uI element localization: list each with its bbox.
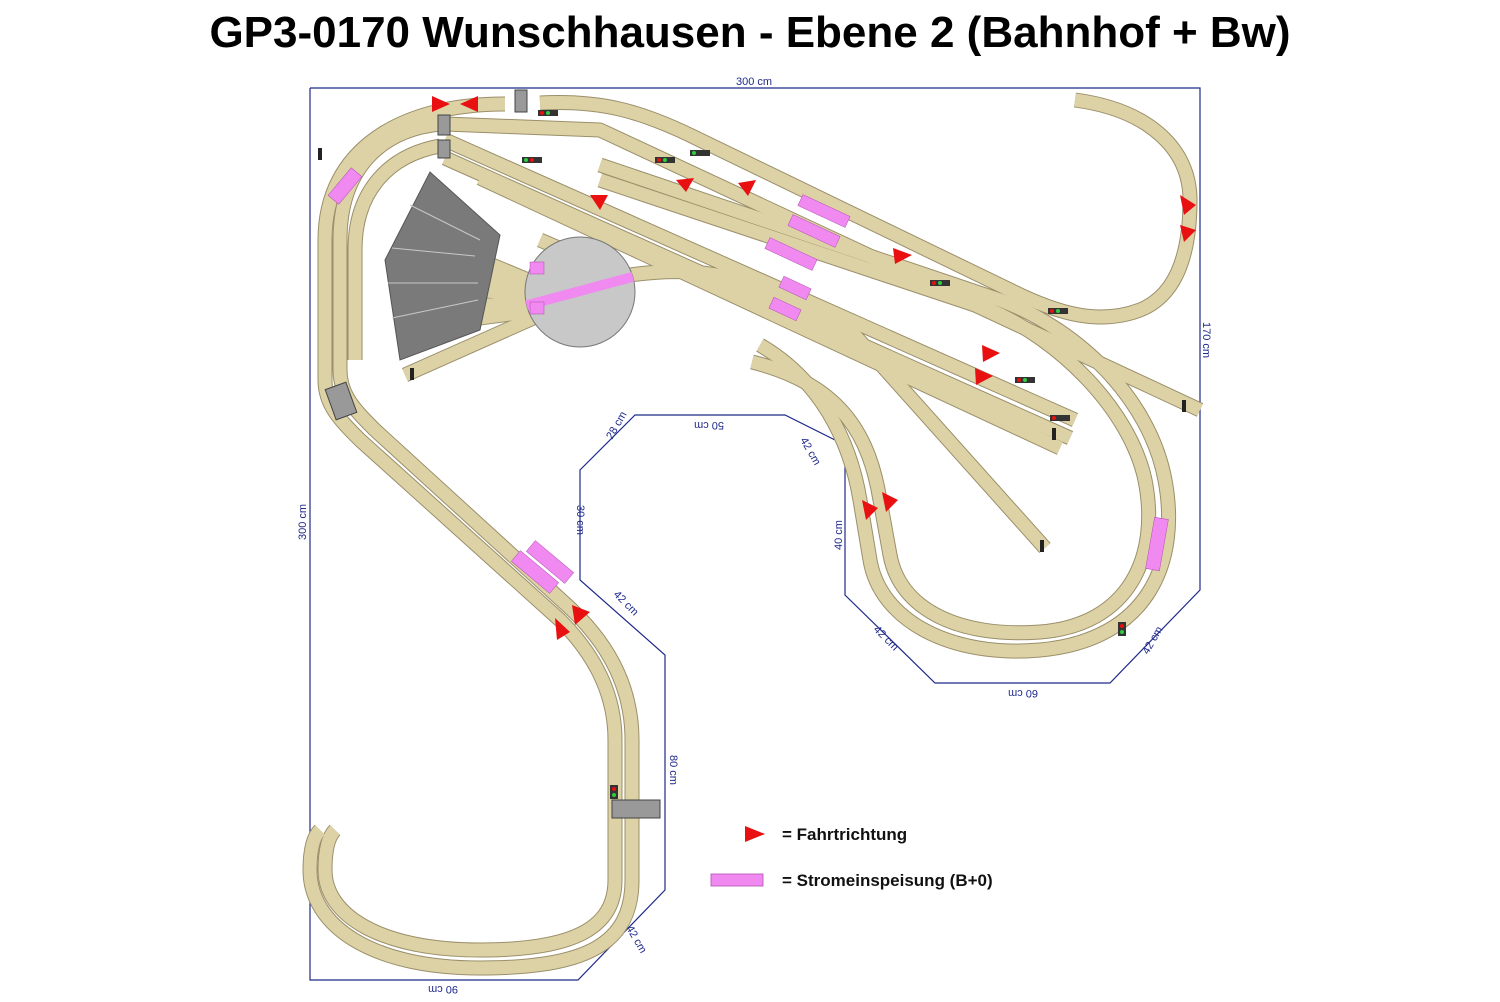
legend-direction-label: = Fahrtrichtung [782,825,907,844]
dim-bottom: 90 cm [428,983,458,995]
roundhouse-stalls [388,204,481,319]
feed-markers [327,167,1169,594]
dim-inner-top: 50 cm [694,419,724,431]
dim-inner-bottom: 60 cm [1008,687,1038,699]
buffer-stops [318,148,1186,552]
legend: = Fahrtrichtung = Stromeinspeisung (B+0) [710,825,993,890]
legend-feed-label: = Stromeinspeisung (B+0) [782,871,993,890]
roundhouse [384,171,501,361]
page-title: GP3-0170 Wunschhausen - Ebene 2 (Bahnhof… [209,8,1291,57]
track-ends [324,89,661,819]
dim-inner-right-diag2: 42 cm [1140,625,1165,657]
dim-top: 300 cm [736,76,772,88]
dim-inner-left-diag: 28 cm [604,410,629,442]
legend-arrow-icon [745,826,765,842]
dim-inner-left: 30 cm [574,505,586,535]
legend-feed-swatch [710,873,764,887]
dim-inner-right-diag: 42 cm [797,436,822,468]
dim-inner-lower: 40 cm [833,520,845,550]
dim-inner-lower-diag: 42 cm [871,624,901,654]
dim-left: 300 cm [297,504,309,540]
dim-spur-diag: 42 cm [611,589,641,619]
dim-spur-right: 80 cm [667,755,679,785]
turntable-bridge-feed [525,271,635,311]
signals [522,110,1126,799]
direction-arrows [432,96,1196,640]
dim-right: 170 cm [1200,322,1212,358]
